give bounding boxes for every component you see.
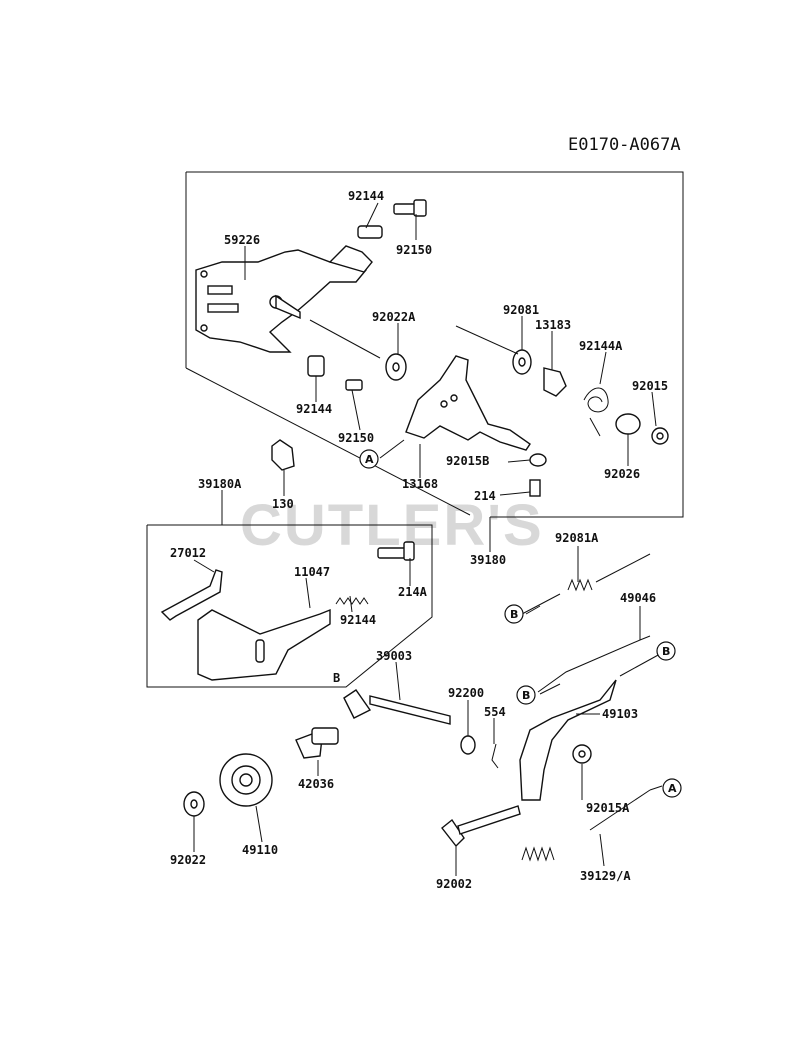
shaft-39003	[343, 689, 451, 725]
part-label: 13168	[402, 477, 438, 491]
part-label: 92144	[348, 189, 384, 203]
lever-27012	[160, 569, 223, 621]
nut-92015	[651, 427, 669, 445]
screw-92150-upper	[393, 199, 427, 217]
part-label: 59226	[224, 233, 260, 247]
screw-92150-lower	[345, 379, 363, 391]
svg-text:A: A	[365, 453, 374, 466]
part-label: 92144	[296, 402, 332, 416]
bolt-214a	[377, 541, 415, 561]
part-label: 214A	[398, 585, 428, 599]
part-label: 39180A	[198, 477, 242, 491]
pin-554	[491, 743, 499, 769]
washer-92022a	[385, 353, 407, 381]
lever-49103	[519, 679, 617, 801]
governor-bracket-59226	[195, 245, 373, 353]
bracket-42036	[295, 727, 339, 759]
spring-92144a	[583, 387, 609, 437]
part-label: 49110	[242, 843, 278, 857]
part-label: 92002	[436, 877, 472, 891]
callout-a-upper: A	[359, 449, 379, 469]
part-label: 92022	[170, 853, 206, 867]
bolt-130	[271, 439, 295, 496]
part-label: 11047	[294, 565, 330, 579]
spring-92144-upper	[357, 225, 383, 239]
part-label: 39003	[376, 649, 412, 663]
part-label: 92144A	[579, 339, 623, 353]
rod-49046	[537, 635, 651, 693]
plate-13183	[543, 367, 567, 397]
part-label: 92081	[503, 303, 539, 317]
part-label: 92150	[396, 243, 432, 257]
governor-lever-13168	[405, 355, 531, 451]
part-labels: 92144 92150 59226 92022A 92081 13183 921…	[170, 189, 668, 891]
washer-92200	[460, 735, 476, 755]
part-label: 13183	[535, 318, 571, 332]
part-label: 92022A	[372, 310, 416, 324]
spring-92144-lower	[307, 355, 325, 377]
part-label: 49103	[602, 707, 638, 721]
bracket-11047	[197, 608, 331, 681]
washer-92081	[512, 349, 532, 375]
part-label: 92015A	[586, 801, 630, 815]
part-label: 92081A	[555, 531, 599, 545]
part-label: 39129/A	[580, 869, 631, 883]
callout-b-spring: B	[504, 604, 524, 624]
bolt-214	[529, 479, 541, 497]
shaft-92002	[441, 805, 521, 848]
subassembly-b-frame: B	[146, 524, 433, 688]
nut-92015a	[572, 744, 592, 764]
part-label: 554	[484, 705, 506, 719]
svg-text:B: B	[510, 608, 518, 621]
diagram-code: E0170-A067A	[568, 135, 681, 155]
callout-b-rod-right: B	[656, 641, 676, 661]
spring-92144-b	[335, 597, 369, 605]
callout-a-lower: A	[662, 778, 682, 798]
part-label: 130	[272, 497, 294, 511]
part-label: 214	[474, 489, 496, 503]
nut-92015b	[529, 453, 547, 467]
callout-b-rod-left: B	[516, 685, 536, 705]
svg-text:B: B	[522, 689, 530, 702]
spring-39129	[521, 789, 651, 862]
leader-lines	[193, 202, 663, 876]
spring-92081a	[521, 553, 651, 615]
upper-assembly-frame	[185, 171, 684, 518]
washer-92022	[183, 791, 205, 817]
part-label: 49046	[620, 591, 656, 605]
part-label: 42036	[298, 777, 334, 791]
part-label: 92200	[448, 686, 484, 700]
part-label: 92026	[604, 467, 640, 481]
collar-92026	[615, 413, 641, 435]
part-label: 39180	[470, 553, 506, 567]
svg-text:A: A	[668, 782, 677, 795]
part-label: 92144	[340, 613, 376, 627]
part-label: 92015B	[446, 454, 489, 468]
part-label: 27012	[170, 546, 206, 560]
box-label-b: B	[333, 671, 340, 685]
svg-text:B: B	[662, 645, 670, 658]
gear-49110	[219, 753, 273, 807]
part-label: 92015	[632, 379, 668, 393]
part-label: 92150	[338, 431, 374, 445]
